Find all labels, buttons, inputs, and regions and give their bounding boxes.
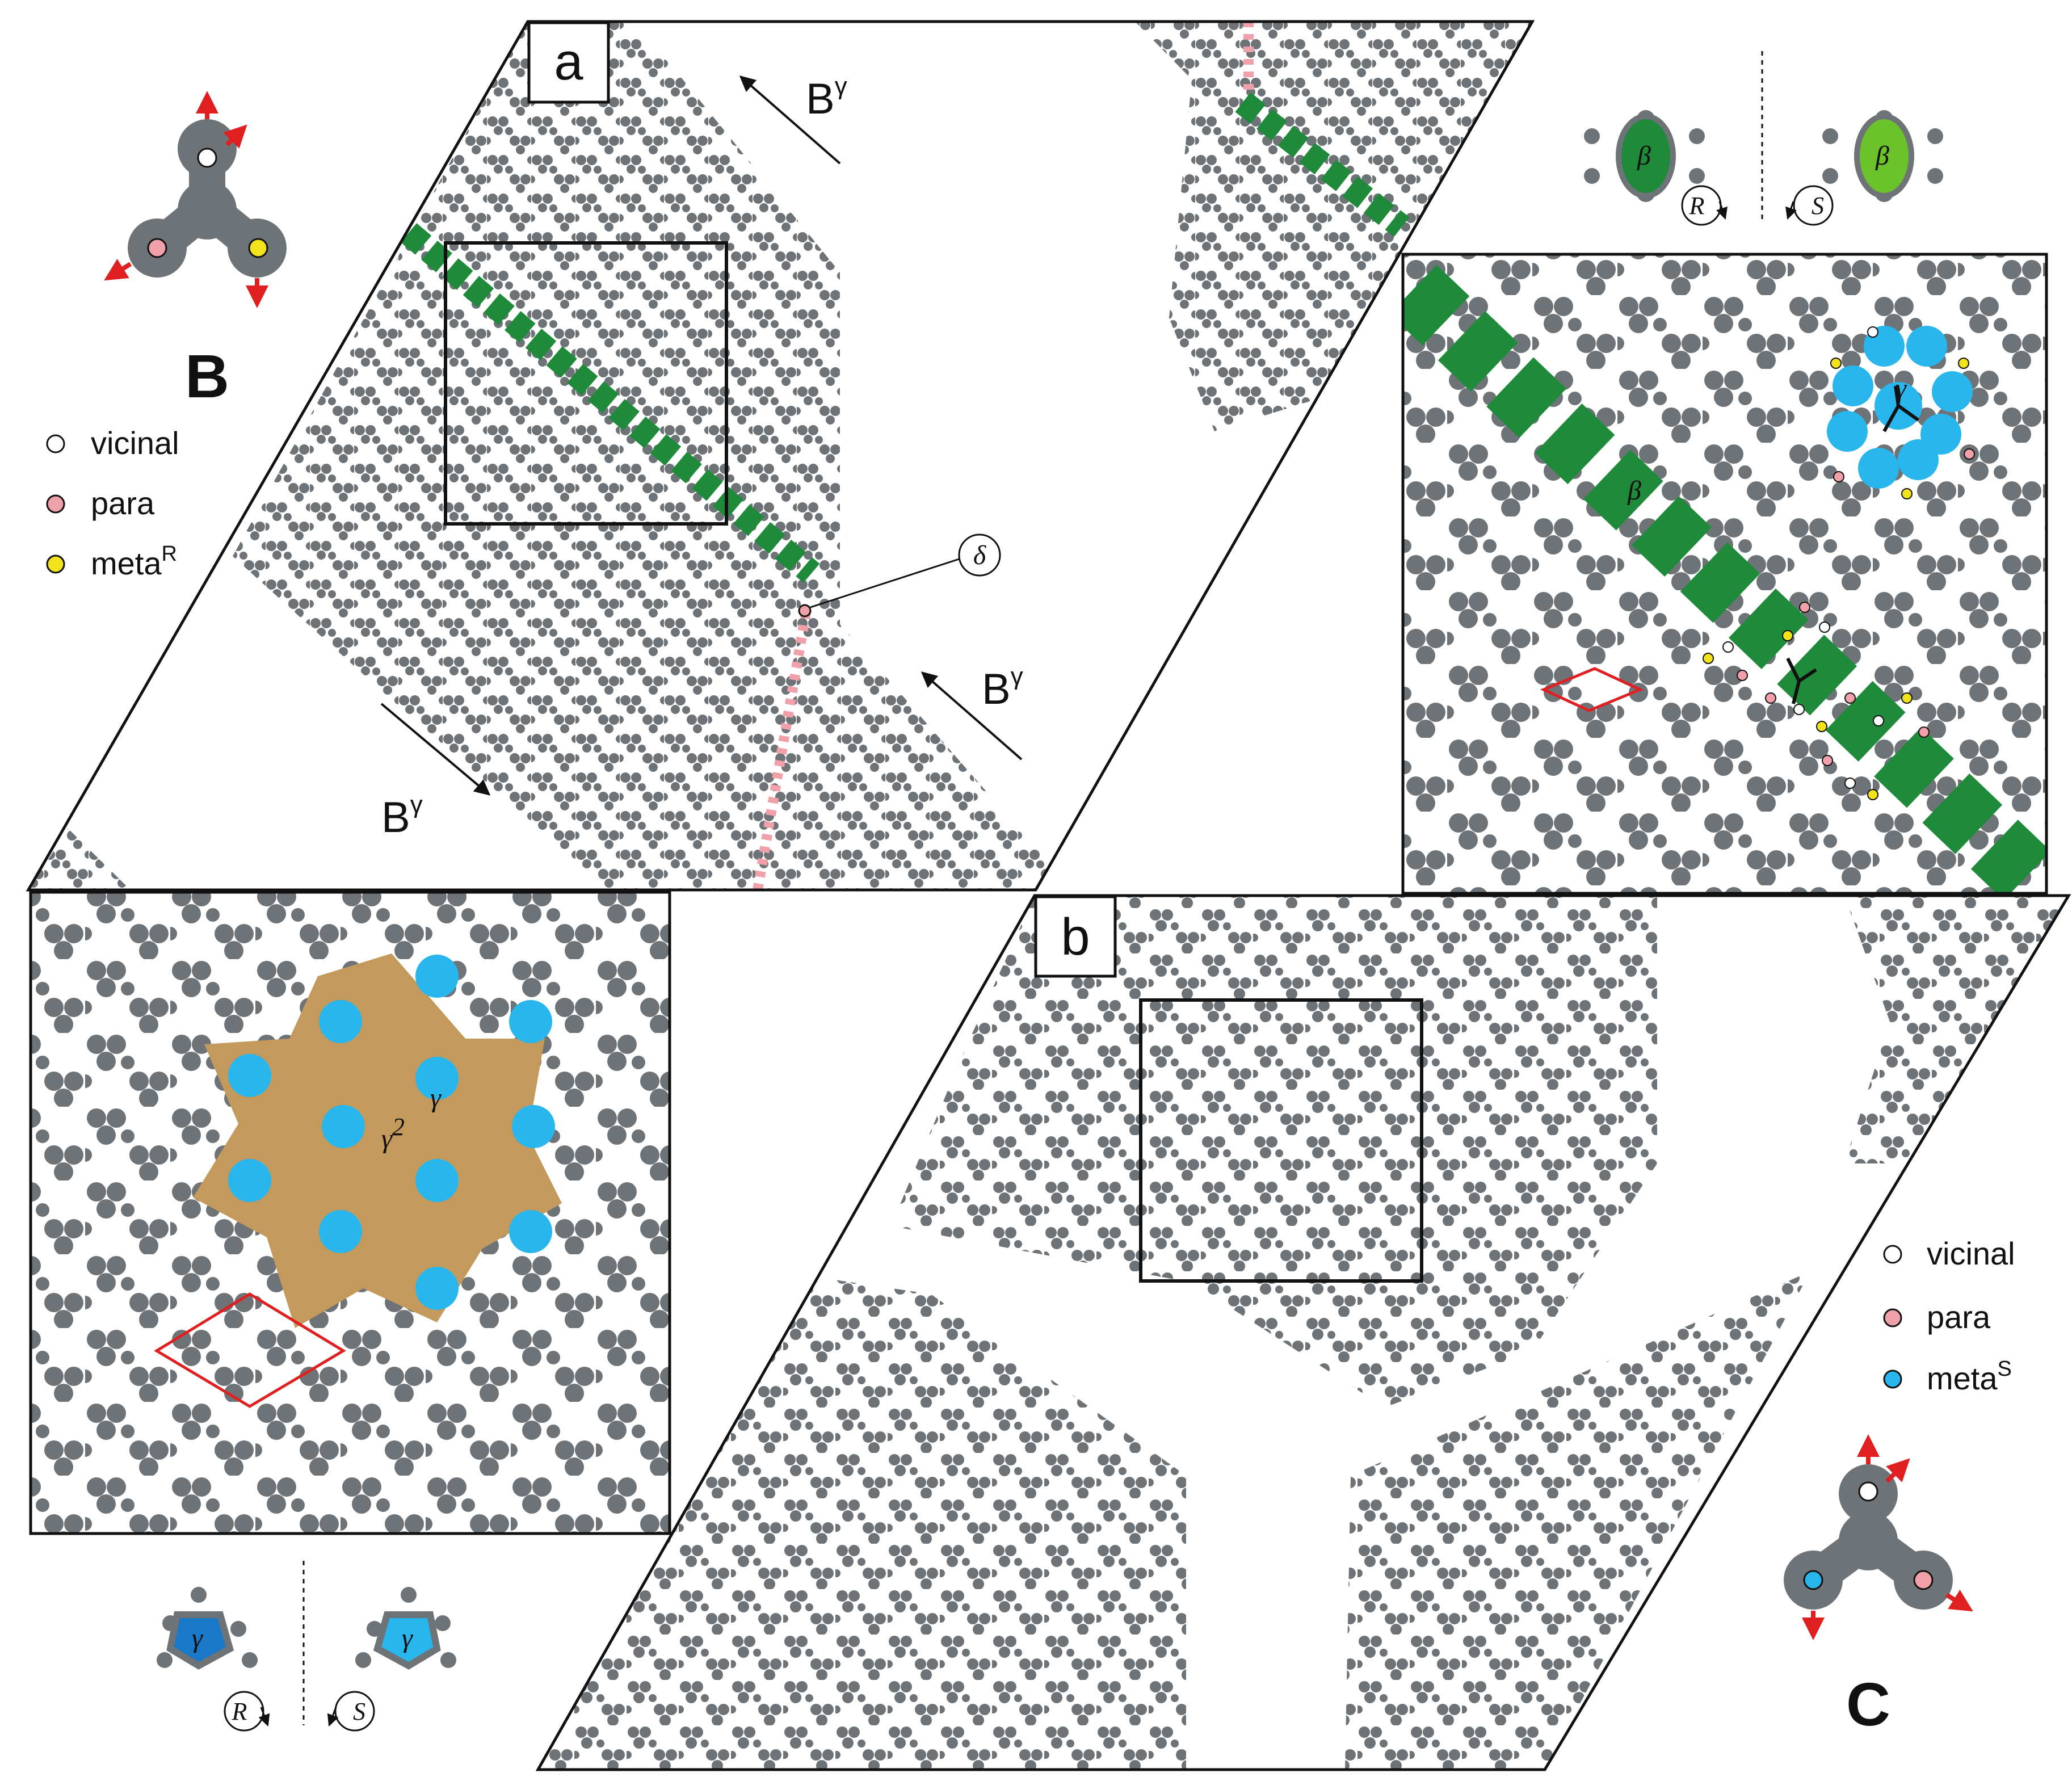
chirality-S-label: S [353, 1698, 365, 1725]
panel-b-frame [535, 894, 2071, 1771]
vicinal-site [1858, 1481, 1878, 1502]
legend-swatch [1883, 1245, 1902, 1264]
panel-a-label-box [527, 21, 610, 104]
site-dots [1703, 326, 1975, 800]
gamma-chirality-pair: γ R γ S [157, 1561, 456, 1732]
legend-label: vicinal [1927, 1236, 2015, 1271]
lattice-region [1345, 1271, 1810, 1770]
delta-callout-circle [958, 533, 1001, 577]
legend-label: para [91, 485, 155, 521]
panel-b: b [535, 894, 2071, 1771]
gamma-R-unit [157, 1587, 258, 1670]
lattice-region [1135, 22, 1532, 431]
panel-a: a Bγ Bγ Bγ δ [26, 20, 1535, 892]
panel-b-label: b [1061, 908, 1090, 966]
beta-band [1403, 264, 2046, 893]
beta-boundary-stripe [400, 92, 1410, 583]
legend-label: para [1927, 1299, 1991, 1335]
panel-a-frame [26, 20, 1535, 892]
legend-swatch [46, 494, 65, 514]
molecule-B [104, 91, 287, 308]
chirality-circle [334, 1691, 375, 1732]
lattice-region [1844, 896, 2069, 1163]
delta-defect-line [753, 612, 811, 890]
beta-label: β [1875, 141, 1889, 171]
beta-label: β [1627, 476, 1641, 506]
legend-swatch [46, 554, 65, 574]
beta-inset: γ β [1401, 253, 2048, 895]
gamma-units [228, 955, 555, 1310]
delta-callout-line [810, 558, 960, 608]
legend-label: metaS [1927, 1357, 2012, 1396]
chirality-S-label: S [1812, 192, 1824, 220]
para-site [147, 238, 167, 258]
gamma-label: γ [402, 1623, 413, 1653]
gamma-label: γ [192, 1623, 203, 1653]
zoom-box [444, 241, 728, 526]
legend-swatch [46, 434, 65, 453]
zoom-box [1139, 998, 1423, 1283]
chirality-arrow [1785, 201, 1797, 220]
red-arrow [104, 259, 132, 281]
boundary-label: Bγ [806, 72, 847, 123]
beta-S-unit [1822, 110, 1943, 202]
panel-b-label-box [1034, 895, 1117, 978]
unit-cell-outline [154, 1292, 346, 1408]
chirality-R-label: R [232, 1698, 247, 1725]
red-arrow [1945, 1590, 1973, 1612]
para-site [1913, 1570, 1934, 1590]
meta-site [248, 238, 268, 258]
boundary-label: Bγ [982, 662, 1023, 713]
gamma-S-unit [355, 1587, 456, 1670]
vicinal-site [197, 148, 217, 168]
gamma-label: γ [1896, 373, 1907, 404]
lattice-region [28, 829, 131, 890]
chirality-arrow [1716, 201, 1728, 220]
chirality-arrow [258, 1707, 270, 1726]
lattice-region [538, 1271, 1186, 1770]
chirality-R-label: R [1689, 192, 1705, 220]
boundary-label: Bγ [381, 791, 423, 842]
delta-label: δ [973, 540, 986, 570]
gamma-inset-frame [29, 890, 671, 1535]
legend-swatch [1883, 1369, 1902, 1389]
beta-label: β [1637, 141, 1651, 171]
gamma2-label: γ2 [381, 1113, 405, 1154]
legend-C: vicinal para metaS [1883, 1236, 2015, 1396]
red-arrow [223, 124, 247, 149]
boundary-arrow [380, 703, 491, 796]
molecule-C [1784, 1434, 1973, 1640]
beta-inset-frame [1401, 253, 2048, 895]
gamma-label: γ [430, 1083, 442, 1113]
delta-site-marker [798, 604, 812, 617]
legend-label: metaR [91, 542, 177, 581]
beta-chirality-pair: β R β S [1584, 51, 1943, 226]
molecule-C-label: C [1846, 1670, 1890, 1738]
boundary-arrow [921, 671, 1023, 761]
gamma-inset: γ γ2 [29, 890, 671, 1535]
legend-swatch [1883, 1308, 1902, 1328]
molecule-B-label: B [185, 342, 229, 410]
unit-cell-outline [1540, 667, 1644, 712]
boundary-arrow [739, 75, 841, 165]
chirality-arrow [327, 1707, 339, 1726]
beta-R-unit [1584, 110, 1705, 202]
chirality-circle [1793, 185, 1834, 226]
meta-site [1803, 1570, 1823, 1590]
lattice-region [233, 22, 1073, 890]
panel-a-label: a [554, 33, 583, 91]
lattice-region [891, 896, 1657, 1408]
red-arrow [1885, 1458, 1910, 1483]
gamma2-region [193, 953, 562, 1328]
legend-B: vicinal para metaR [46, 425, 179, 581]
legend-label: vicinal [91, 425, 179, 461]
